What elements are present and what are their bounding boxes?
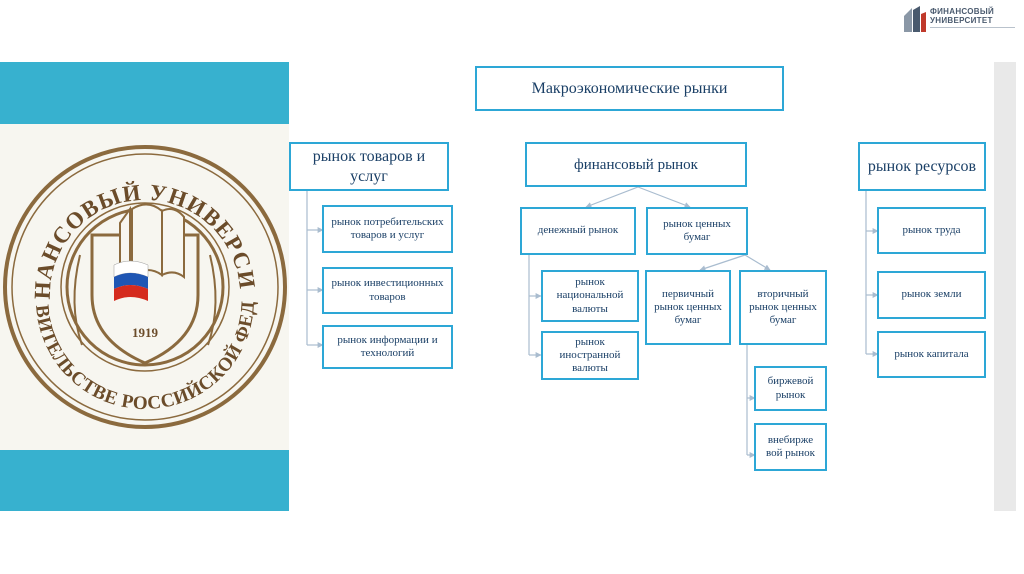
resources-item-label: рынок труда — [903, 224, 961, 237]
goods-item-label: рынок информации и технологий — [327, 334, 448, 360]
exchange-market-label: биржевой рынок — [759, 375, 822, 401]
primary-securities-box: первичный рынок ценных бумаг — [645, 270, 731, 345]
securities-market-box: рынок ценных бумаг — [646, 207, 748, 255]
goods-item-box: рынок потребительских товаров и услуг — [322, 205, 453, 253]
resources-item-label: рынок земли — [902, 288, 962, 301]
goods-item-label: рынок инвестиционных товаров — [327, 277, 448, 303]
resources-market-label: рынок ресурсов — [868, 157, 976, 176]
root-box: Макроэкономические рынки — [475, 66, 784, 111]
money-item-box: рынок национальной валюты — [541, 270, 639, 322]
securities-market-label: рынок ценных бумаг — [651, 218, 743, 244]
resources-item-box: рынок труда — [877, 207, 986, 254]
goods-item-box: рынок информации и технологий — [322, 325, 453, 369]
root-label: Макроэкономические рынки — [532, 79, 728, 98]
goods-services-box: рынок товаров и услуг — [289, 142, 449, 191]
secondary-securities-label: вторичный рынок ценных бумаг — [744, 288, 822, 328]
resources-market-box: рынок ресурсов — [858, 142, 986, 191]
otc-market-box: внебирже вой рынок — [754, 423, 827, 471]
otc-market-label: внебирже вой рынок — [759, 434, 822, 460]
goods-item-label: рынок потребительских товаров и услуг — [327, 216, 448, 242]
resources-item-label: рынок капитала — [894, 348, 968, 361]
resources-item-box: рынок капитала — [877, 331, 986, 378]
money-market-box: денежный рынок — [520, 207, 636, 255]
money-item-label: рынок иностранной валюты — [546, 336, 634, 376]
exchange-market-box: биржевой рынок — [754, 366, 827, 411]
goods-item-box: рынок инвестиционных товаров — [322, 267, 453, 314]
goods-services-label: рынок товаров и услуг — [294, 147, 444, 185]
financial-market-box: финансовый рынок — [525, 142, 747, 187]
money-market-label: денежный рынок — [538, 224, 618, 237]
money-item-box: рынок иностранной валюты — [541, 331, 639, 380]
resources-item-box: рынок земли — [877, 271, 986, 319]
money-item-label: рынок национальной валюты — [546, 276, 634, 316]
secondary-securities-box: вторичный рынок ценных бумаг — [739, 270, 827, 345]
primary-securities-label: первичный рынок ценных бумаг — [650, 288, 726, 328]
financial-market-label: финансовый рынок — [574, 156, 698, 174]
